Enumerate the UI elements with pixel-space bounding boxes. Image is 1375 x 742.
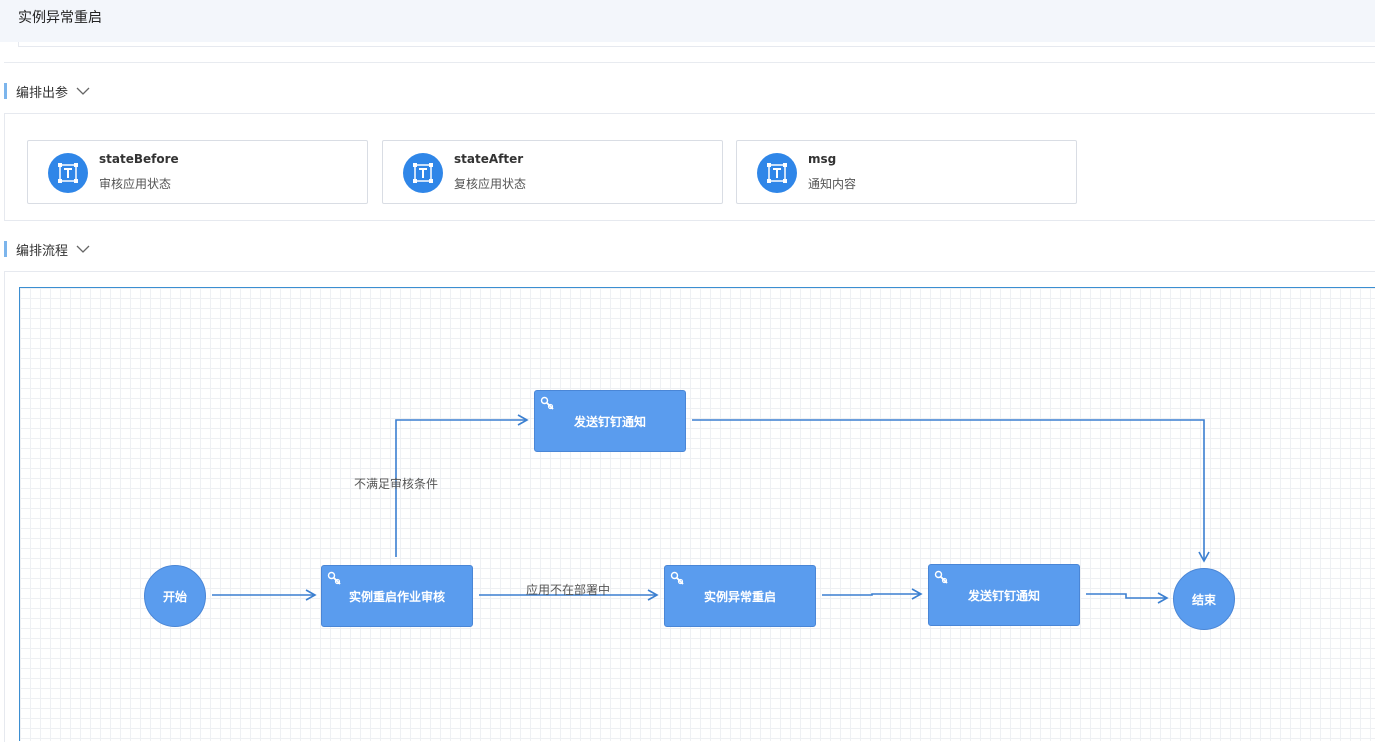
- flow-node-notify-bottom[interactable]: 发送钉钉通知: [928, 564, 1080, 626]
- top-panel-edge: [18, 42, 1375, 47]
- wrench-icon: [327, 571, 342, 586]
- chevron-down-icon[interactable]: [76, 242, 90, 256]
- node-label: 发送钉钉通知: [573, 414, 646, 429]
- text-type-icon: [48, 153, 88, 193]
- param-card-msg[interactable]: msg 通知内容: [736, 140, 1077, 204]
- section-header-flow[interactable]: 编排流程: [4, 240, 90, 259]
- section-header-output-params[interactable]: 编排出参: [4, 82, 90, 101]
- section-title: 编排流程: [16, 243, 69, 259]
- param-desc: 通知内容: [808, 177, 857, 191]
- flow-panel: [4, 271, 1375, 742]
- edge-label-not-deploying: 应用不在部署中: [526, 583, 611, 597]
- flow-node-restart[interactable]: 实例异常重启: [664, 565, 816, 627]
- edge-restart-notify-bottom: [822, 588, 923, 600]
- page-title: 实例异常重启: [18, 10, 102, 26]
- section-accent-bar: [4, 83, 7, 99]
- param-name: stateAfter: [454, 152, 524, 166]
- node-label: 开始: [162, 589, 187, 604]
- wrench-icon: [670, 571, 685, 586]
- param-desc: 审核应用状态: [99, 177, 172, 191]
- chevron-down-icon[interactable]: [76, 84, 90, 98]
- param-name: stateBefore: [99, 152, 179, 166]
- flow-node-audit[interactable]: 实例重启作业审核: [321, 565, 473, 627]
- node-label: 结束: [1191, 592, 1216, 607]
- flow-node-notify-top[interactable]: 发送钉钉通知: [534, 390, 686, 452]
- edge-label-not-met: 不满足审核条件: [354, 477, 439, 491]
- divider: [4, 62, 1375, 63]
- flow-node-start[interactable]: 开始: [144, 565, 206, 627]
- text-type-icon: [757, 153, 797, 193]
- section-title: 编排出参: [16, 85, 69, 101]
- node-label: 实例重启作业审核: [348, 589, 445, 604]
- wrench-icon: [934, 570, 949, 585]
- param-name: msg: [808, 152, 837, 166]
- node-label: 实例异常重启: [703, 589, 776, 604]
- param-card-stateafter[interactable]: stateAfter 复核应用状态: [382, 140, 723, 204]
- flow-canvas[interactable]: 开始 实例重启作业审核 发送钉钉通知 实例异常重启 发送钉钉通知 结束 不满足审…: [19, 287, 1375, 741]
- section-accent-bar: [4, 241, 7, 257]
- flow-node-end[interactable]: 结束: [1173, 568, 1235, 630]
- node-label: 发送钉钉通知: [967, 588, 1040, 603]
- text-type-icon: [403, 153, 443, 193]
- top-banner: 实例异常重启: [0, 0, 1375, 42]
- flow-edges: [212, 414, 1210, 604]
- param-desc: 复核应用状态: [454, 177, 527, 191]
- edge-notify-top-end: [692, 419, 1210, 563]
- edge-audit-notify-top: [395, 414, 529, 557]
- param-card-statebefore[interactable]: stateBefore 审核应用状态: [27, 140, 368, 204]
- wrench-icon: [540, 396, 555, 411]
- edge-notify-bottom-end: [1086, 592, 1169, 604]
